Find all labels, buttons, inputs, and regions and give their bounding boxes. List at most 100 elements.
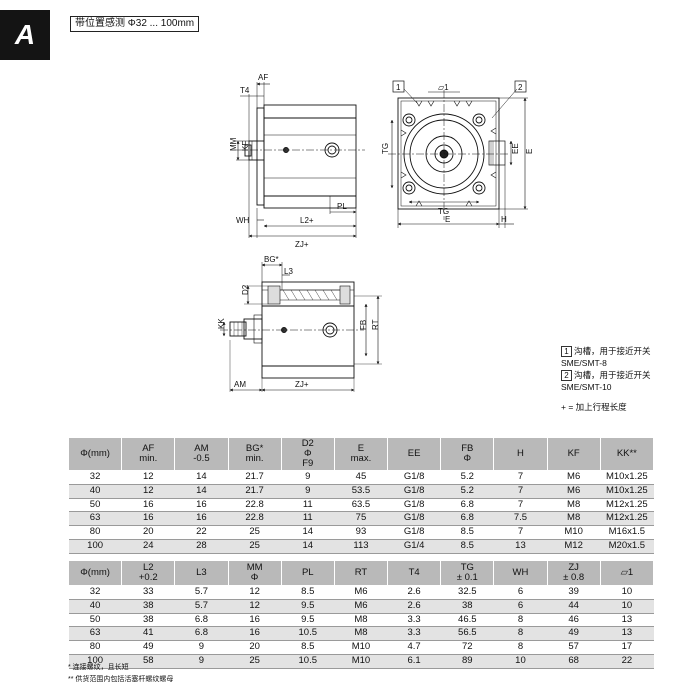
table-cell: 2.6 — [387, 599, 441, 614]
table-cell: 5.7 — [174, 599, 229, 614]
table-cell: 38 — [121, 613, 175, 628]
table-cell: 46 — [547, 613, 601, 628]
table-cell: 25 — [228, 539, 282, 554]
table-cell: G1/8 — [387, 498, 441, 513]
table-cell: 2.6 — [387, 585, 441, 600]
table-cell: 32.5 — [440, 585, 494, 600]
table-cell: 33 — [121, 585, 175, 600]
svg-text:D2: D2 — [241, 284, 250, 295]
svg-text:RT: RT — [371, 319, 380, 330]
table-cell: 22.8 — [228, 498, 282, 513]
svg-text:ZJ+: ZJ+ — [295, 380, 309, 389]
table-cell: 6 — [493, 585, 548, 600]
column-header-line: max. — [350, 453, 372, 464]
table-cell: 46.5 — [440, 613, 494, 628]
table-cell: 113 — [334, 539, 388, 554]
table-cell: 8 — [493, 626, 548, 642]
table-cell: 21.7 — [228, 470, 282, 485]
section-view — [220, 262, 382, 392]
column-header-line: D2 — [301, 438, 314, 449]
table-cell: 38 — [440, 599, 494, 614]
table-cell: 44 — [547, 599, 601, 614]
table-cell: 16 — [121, 511, 175, 527]
svg-text:WH: WH — [236, 216, 250, 225]
table-cell: 75 — [334, 511, 388, 527]
table-cell: M12x1.25 — [600, 511, 654, 527]
table-cell: 22.8 — [228, 511, 282, 527]
table-cell: G1/8 — [387, 470, 441, 485]
table-cell: 24 — [121, 539, 175, 554]
table-cell: 14 — [281, 539, 335, 554]
page-title: 带位置感测 Φ32 ... 100mm — [70, 16, 200, 32]
table-cell: 10.5 — [281, 654, 335, 669]
table-cell: 16 — [121, 498, 175, 513]
table-cell: 20 — [228, 640, 282, 655]
column-header-line: TG — [460, 562, 474, 573]
table-cell: 56.5 — [440, 626, 494, 642]
column-header-line: PL — [301, 567, 314, 578]
column-header-line: ± 0.1 — [456, 572, 478, 583]
column-header-line: -0.5 — [193, 453, 210, 464]
table-cell: M6 — [547, 470, 601, 485]
table-cell: 93 — [334, 525, 388, 540]
legend-item-1-model: SME/SMT-8 — [561, 358, 607, 368]
table-cell: 6.1 — [387, 654, 441, 669]
table-cell: G1/8 — [387, 525, 441, 540]
column-header-line: MM — [246, 562, 263, 573]
column-header-line: AF — [142, 443, 155, 454]
table-cell: 63.5 — [334, 498, 388, 513]
column-header: Φ(mm) — [67, 560, 123, 586]
table-cell: M8 — [547, 498, 601, 513]
column-header: L2+0.2 — [121, 560, 176, 586]
table-cell: 9.5 — [281, 599, 335, 614]
column-header: H — [493, 437, 548, 471]
table-cell: 100 — [68, 539, 122, 554]
table-cell: 7.5 — [493, 511, 548, 527]
end-view-labels: 1 2 ▱1 TG TG E H EE E — [381, 83, 534, 224]
footnotes: * 连接螺纹，且长短 ** 供货范围内包括活塞杆螺纹螺母 — [68, 662, 173, 686]
table-cell: M12 — [547, 539, 601, 554]
table-cell: 57 — [547, 640, 601, 655]
table-cell: 72 — [440, 640, 494, 655]
table-cell: 16 — [228, 626, 282, 642]
table-cell: 20 — [121, 525, 175, 540]
table-cell: M8 — [334, 613, 388, 628]
table-cell: 40 — [68, 599, 122, 614]
svg-text:BG*: BG* — [264, 255, 279, 264]
column-header-line: E — [357, 443, 365, 454]
column-header: KF — [546, 437, 601, 471]
column-header: RT — [333, 560, 389, 586]
table-cell: M6 — [334, 599, 388, 614]
table-cell: M12x1.25 — [600, 498, 654, 513]
table-cell: 8.5 — [440, 525, 494, 540]
table-cell: 13 — [600, 613, 654, 628]
svg-text:TG: TG — [381, 143, 390, 154]
table-cell: M10 — [334, 654, 388, 669]
table-cell: 6.8 — [174, 613, 229, 628]
svg-text:TG: TG — [438, 207, 449, 216]
table-cell: 10 — [600, 599, 654, 614]
svg-text:MM: MM — [229, 137, 238, 151]
table-cell: 3.3 — [387, 613, 441, 628]
column-header-line: H — [517, 448, 524, 459]
legend-item-2-model: SME/SMT-10 — [561, 382, 612, 392]
svg-text:E: E — [445, 215, 450, 224]
table-cell: 49 — [547, 626, 601, 642]
table-cell: 7 — [493, 498, 548, 513]
column-header-line: T4 — [408, 567, 420, 578]
table-cell: 5.7 — [174, 585, 229, 600]
section-view-labels: BG* L3 D2 FB RT KK AM ZJ+ — [217, 255, 380, 389]
table-cell: 6 — [493, 599, 548, 614]
table-cell: 53.5 — [334, 484, 388, 499]
table-cell: G1/8 — [387, 511, 441, 527]
column-header-line: Φ — [463, 453, 472, 464]
